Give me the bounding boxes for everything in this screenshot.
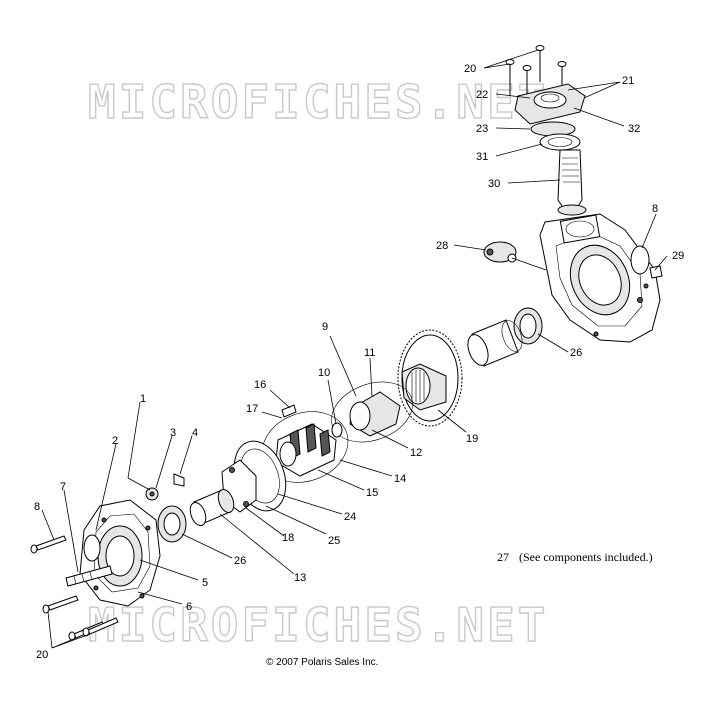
- callout-17: 17: [246, 403, 258, 415]
- callout-8-left: 8: [34, 501, 40, 513]
- callout-20-bottom: 20: [36, 649, 48, 661]
- output-shaft: [557, 149, 583, 213]
- callout-16: 16: [254, 379, 266, 391]
- callout-12: 12: [410, 447, 422, 459]
- callout-3: 3: [170, 427, 176, 439]
- leader-lines: [41, 49, 668, 649]
- breather-fitting: [483, 241, 517, 263]
- hub-detail: [331, 381, 413, 443]
- note-number: 27: [497, 550, 509, 564]
- callout-21: 21: [622, 75, 634, 87]
- lower-gearcase-housing: [79, 499, 161, 607]
- callout-30: 30: [488, 178, 500, 190]
- note-text: (See components included.): [519, 550, 653, 564]
- callout-26-right: 26: [570, 347, 582, 359]
- bearing-sleeve: [467, 319, 523, 367]
- top-bearing: [539, 133, 581, 151]
- callout-2: 2: [112, 435, 118, 447]
- upper-gearcase-housing: [539, 213, 661, 343]
- callout-5: 5: [202, 577, 208, 589]
- callout-20-top: 20: [464, 63, 476, 75]
- watermark-top: MICROFICHES.NET: [88, 75, 548, 129]
- left-bearing: [157, 505, 187, 543]
- callout-4: 4: [192, 427, 198, 439]
- callout-26-left: 26: [234, 555, 246, 567]
- left-oring: [83, 534, 101, 562]
- seal: [530, 121, 576, 137]
- callouts: 20 21 22 23 32 31 30 8 28 29 26 9 11 10 …: [34, 63, 684, 661]
- callout-8-right: 8: [652, 203, 658, 215]
- callout-23: 23: [476, 123, 488, 135]
- callout-6: 6: [186, 601, 192, 613]
- small-oring: [331, 422, 343, 438]
- callout-29: 29: [672, 250, 684, 262]
- callout-22: 22: [476, 89, 488, 101]
- right-bearing: [513, 307, 543, 345]
- callout-31: 31: [476, 151, 488, 163]
- callout-28: 28: [436, 240, 448, 252]
- callout-1: 1: [140, 393, 146, 405]
- callout-13: 13: [294, 572, 306, 584]
- small-bushing: [145, 487, 159, 501]
- roller-pin: [281, 404, 297, 418]
- callout-19: 19: [466, 433, 478, 445]
- roller-cage-detail: [261, 404, 349, 483]
- right-oring: [630, 245, 650, 275]
- callout-32: 32: [628, 123, 640, 135]
- callout-14: 14: [394, 473, 406, 485]
- callout-9: 9: [322, 321, 328, 333]
- callout-7: 7: [60, 481, 66, 493]
- callout-24: 24: [344, 511, 356, 523]
- callout-11: 11: [364, 347, 375, 359]
- watermark-bottom: MICROFICHES.NET: [88, 598, 548, 652]
- copyright: © 2007 Polaris Sales Inc.: [266, 657, 378, 668]
- drain-plug: [649, 265, 663, 279]
- callout-25: 25: [328, 535, 340, 547]
- stub-shaft: [65, 565, 113, 587]
- callout-15: 15: [366, 487, 378, 499]
- top-cap-assembly: [505, 45, 587, 216]
- drive-sleeve: [189, 488, 235, 527]
- housing-bolts: [30, 535, 119, 641]
- clip: [173, 473, 185, 487]
- callout-10: 10: [318, 367, 330, 379]
- callout-18: 18: [282, 532, 294, 544]
- ring-gear: [397, 329, 463, 427]
